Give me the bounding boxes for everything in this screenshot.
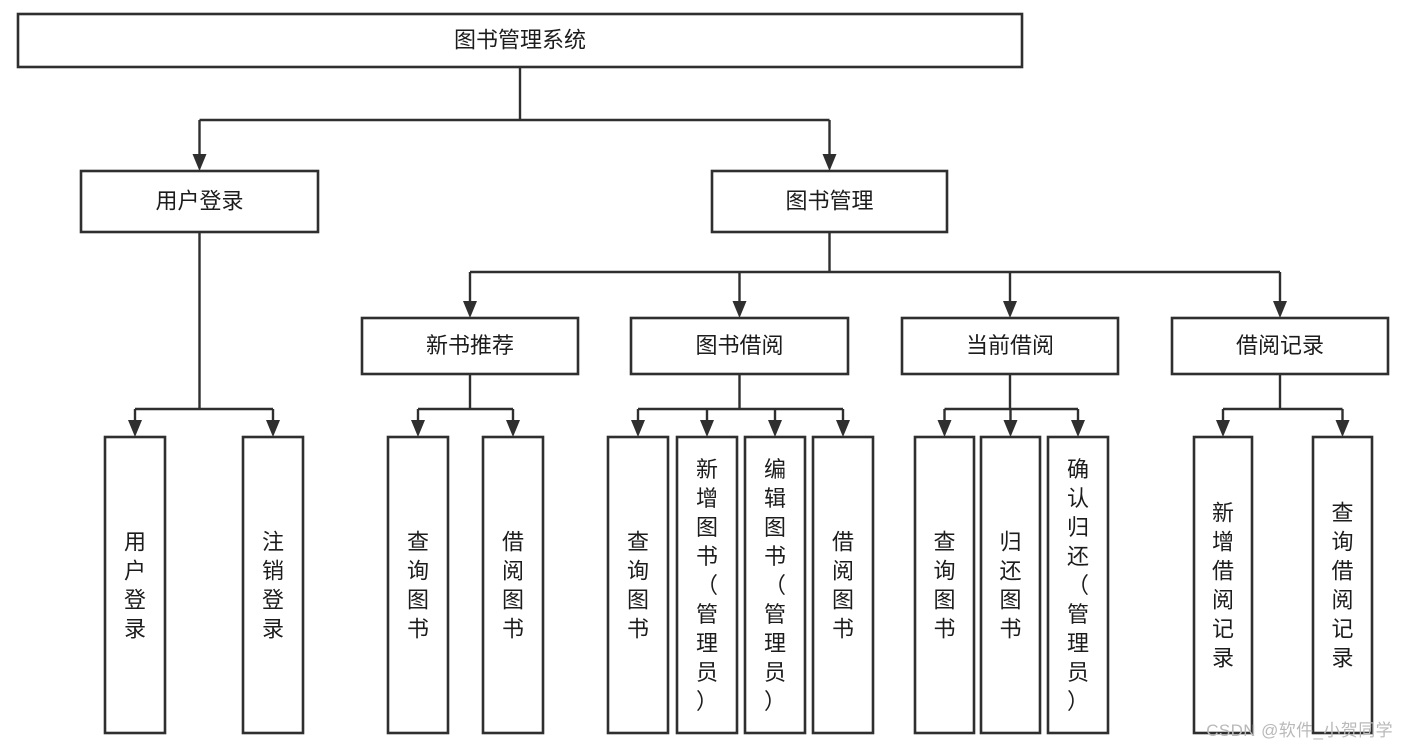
arrow-down-icon	[506, 420, 520, 437]
node-label: 新增图书（管理员）	[696, 457, 718, 714]
node-leaf-logout[interactable]: 注销登录	[241, 435, 305, 735]
node-label: 借阅图书	[502, 530, 524, 642]
node-label: 查询图书	[407, 530, 429, 642]
arrow-down-icon	[836, 420, 850, 437]
arrow-down-icon	[411, 420, 425, 437]
node-leaf-query-record[interactable]: 查询借阅记录	[1311, 435, 1374, 735]
node-box	[710, 169, 949, 234]
arrow-down-icon	[1273, 301, 1287, 318]
node-label: 图书管理	[785, 188, 873, 213]
node-box	[1192, 435, 1254, 735]
arrow-down-icon	[128, 420, 142, 437]
node-label: 查询借阅记录	[1331, 501, 1353, 671]
node-book-borrow[interactable]: 图书借阅	[629, 316, 850, 376]
node-leaf-borrow-book-2[interactable]: 借阅图书	[811, 435, 875, 735]
arrow-down-icon	[631, 420, 645, 437]
node-label: 确认归还（管理员）	[1067, 457, 1089, 714]
connector-layer	[128, 67, 1350, 437]
node-label: 借阅记录	[1236, 333, 1324, 358]
node-leaf-add-book[interactable]: 新增图书（管理员）	[675, 435, 739, 735]
arrow-down-icon	[463, 301, 477, 318]
node-box	[103, 435, 167, 735]
arrow-down-icon	[1003, 301, 1017, 318]
node-box	[1046, 435, 1110, 735]
node-label: 当前借阅	[966, 333, 1054, 358]
node-label: 归还图书	[999, 530, 1021, 642]
node-label: 编辑图书（管理员）	[764, 457, 786, 714]
node-label: 用户登录	[124, 530, 146, 642]
arrow-down-icon	[1216, 420, 1230, 437]
node-user-login[interactable]: 用户登录	[79, 169, 320, 234]
node-box	[606, 435, 670, 735]
node-box	[386, 435, 450, 735]
node-leaf-add-record[interactable]: 新增借阅记录	[1192, 435, 1254, 735]
node-label: 用户登录	[155, 188, 243, 213]
node-label: 查询图书	[627, 530, 649, 642]
arrow-down-icon	[732, 301, 747, 318]
node-box	[629, 316, 850, 376]
node-current-borrow[interactable]: 当前借阅	[900, 316, 1120, 376]
node-box	[900, 316, 1120, 376]
node-leaf-confirm-return[interactable]: 确认归还（管理员）	[1046, 435, 1110, 735]
node-label: 新书推荐	[426, 333, 514, 358]
node-leaf-query-book-2[interactable]: 查询图书	[606, 435, 670, 735]
node-box	[913, 435, 976, 735]
arrow-down-icon	[266, 420, 280, 437]
arrow-down-icon	[768, 420, 782, 437]
arrow-down-icon	[1003, 420, 1018, 437]
node-leaf-return-book[interactable]: 归还图书	[979, 435, 1042, 735]
arrow-down-icon	[937, 420, 952, 437]
arrow-down-icon	[1335, 420, 1350, 437]
node-layer: 图书管理系统用户登录图书管理新书推荐图书借阅当前借阅借阅记录用户登录注销登录查询…	[16, 12, 1390, 735]
node-leaf-borrow-book-1[interactable]: 借阅图书	[481, 435, 545, 735]
node-box	[1170, 316, 1390, 376]
node-box	[675, 435, 739, 735]
node-leaf-query-book-1[interactable]: 查询图书	[386, 435, 450, 735]
node-leaf-query-book-3[interactable]: 查询图书	[913, 435, 976, 735]
node-label: 图书管理系统	[454, 27, 586, 52]
node-box	[241, 435, 305, 735]
node-label: 查询图书	[933, 530, 955, 642]
node-label: 新增借阅记录	[1212, 501, 1234, 671]
node-new-book-rec[interactable]: 新书推荐	[360, 316, 580, 376]
node-box	[360, 316, 580, 376]
node-box	[1311, 435, 1374, 735]
node-box	[743, 435, 807, 735]
node-box	[481, 435, 545, 735]
node-box	[979, 435, 1042, 735]
arrow-down-icon	[822, 154, 837, 171]
node-box	[16, 12, 1024, 69]
node-label: 借阅图书	[832, 530, 854, 642]
node-leaf-edit-book[interactable]: 编辑图书（管理员）	[743, 435, 807, 735]
watermark-label: CSDN @软件_小贺同学	[1206, 721, 1393, 740]
node-leaf-user-login[interactable]: 用户登录	[103, 435, 167, 735]
arrow-down-icon	[700, 420, 714, 437]
node-root[interactable]: 图书管理系统	[16, 12, 1024, 69]
arrow-down-icon	[1071, 420, 1085, 437]
node-book-manage[interactable]: 图书管理	[710, 169, 949, 234]
node-label: 图书借阅	[695, 333, 783, 358]
node-box	[79, 169, 320, 234]
node-box	[811, 435, 875, 735]
node-label: 注销登录	[262, 530, 284, 642]
arrow-down-icon	[192, 154, 207, 171]
node-borrow-record[interactable]: 借阅记录	[1170, 316, 1390, 376]
